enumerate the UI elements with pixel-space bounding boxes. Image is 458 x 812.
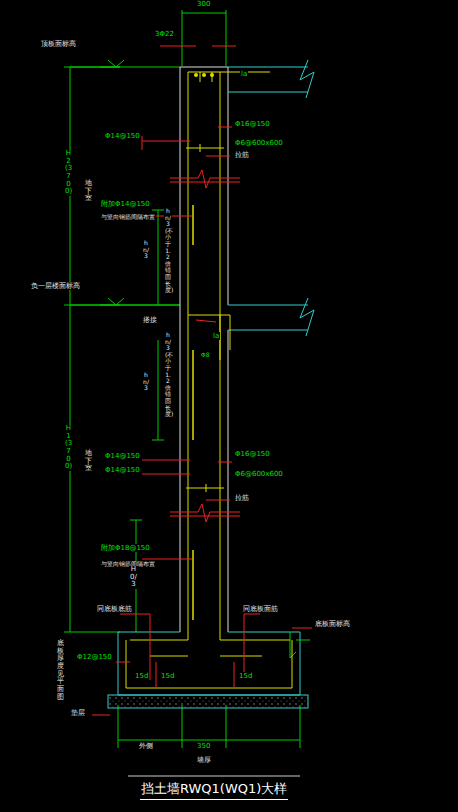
vertical-note: hn/3 — [142, 240, 150, 260]
rebar-label: 搭接 — [142, 316, 158, 324]
vertical-note: H1(3700) — [64, 425, 73, 471]
rebar-label: 垫层 — [70, 709, 86, 717]
rebar-label: 拉筋 — [234, 151, 250, 159]
drawing-caption: 挡土墙RWQ1(WQ1)大样 — [140, 782, 288, 800]
rebar-label: 外侧 — [138, 742, 154, 750]
vertical-note: 地下室 — [84, 450, 93, 473]
rebar-label: Φ6@600x600 — [234, 470, 284, 478]
rebar-label: Φ6@600x600 — [234, 139, 284, 147]
rebar-label: 300 — [196, 0, 211, 8]
rebar-label: 3Φ22 — [154, 30, 175, 38]
rebar-label: 底板面标高 — [314, 620, 351, 628]
vertical-note: H2(3700) — [64, 150, 73, 196]
rebar-label: Φ8 — [200, 352, 211, 359]
rebar-label: 与竖向钢筋间隔布置 — [100, 561, 156, 568]
rebar-label: 15d — [160, 672, 175, 680]
rebar-label: Φ14@150 — [104, 452, 141, 460]
rebar-label: 350 — [196, 742, 211, 750]
rebar-label: 同底板底筋 — [96, 605, 133, 613]
rebar-label: 15d — [238, 672, 253, 680]
rebar-label: Φ16@150 — [234, 120, 271, 128]
vertical-note: hn/3 — [142, 372, 150, 392]
rebar-label: 顶板面标高 — [40, 40, 77, 48]
vertical-note: 地下室 — [84, 180, 93, 203]
rebar-label: 同底板面筋 — [242, 605, 279, 613]
rebar-label: Φ14@150 — [104, 132, 141, 140]
rebar-label: 附加Φ18@150 — [100, 544, 151, 552]
vertical-note: 底板厚度见平面图 — [56, 640, 65, 702]
rebar-label: 拉筋 — [234, 494, 250, 502]
rebar-label: Φ14@150 — [104, 466, 141, 474]
rebar-label: 墙厚 — [196, 756, 212, 764]
rebar-label: Φ16@150 — [234, 450, 271, 458]
rebar-label: 负一层楼面标高 — [30, 282, 81, 290]
rebar-label: 15d — [134, 672, 149, 680]
rebar-label: la — [240, 70, 248, 78]
rebar-label: Φ12@150 — [76, 653, 113, 661]
rebar-label: 与竖向钢筋间隔布置 — [100, 214, 156, 221]
vertical-note: hn/3(不小于1.2倍锚固长度) — [164, 332, 172, 418]
vertical-note: hn/3(不小于1.2倍锚固长度) — [164, 208, 172, 294]
vertical-note: H0/3 — [129, 566, 138, 589]
rebar-label: la — [212, 332, 220, 340]
rebar-label: 附加Φ14@150 — [100, 200, 151, 208]
